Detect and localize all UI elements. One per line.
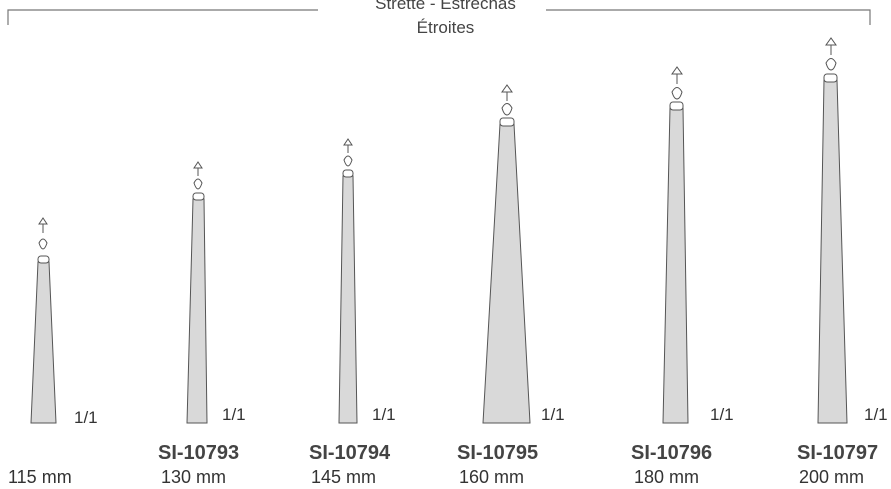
scale-label: 1/1 (541, 405, 565, 424)
header-subtitle: Étroites (416, 18, 475, 37)
length-label: 115 mm (8, 467, 72, 487)
scale-label: 1/1 (372, 405, 396, 424)
product-code: SI-10794 (309, 442, 391, 464)
instrument-145 (338, 138, 358, 424)
length-label: 130 mm (161, 467, 227, 487)
header-bracket (7, 9, 871, 25)
instrument-200 (817, 37, 848, 424)
instrument-180 (662, 66, 689, 424)
scale-label: 1/1 (864, 405, 888, 424)
product-code: SI-10795 (457, 442, 539, 464)
scale-label: 1/1 (710, 405, 734, 424)
header-title: Strette - Estrechas (375, 0, 516, 13)
length-label: 145 mm (311, 467, 377, 487)
product-code: SI-10793 (158, 442, 240, 464)
scale-label: 1/1 (222, 405, 246, 424)
length-label: 200 mm (799, 467, 865, 487)
scale-label: 1/1 (74, 408, 98, 427)
instrument-130 (186, 161, 208, 424)
instrument-160 (482, 84, 531, 424)
product-code: SI-10796 (631, 442, 713, 464)
product-code: SI-10797 (797, 442, 879, 464)
instrument-115 (30, 217, 57, 424)
length-label: 160 mm (459, 467, 525, 487)
length-label: 180 mm (634, 467, 700, 487)
